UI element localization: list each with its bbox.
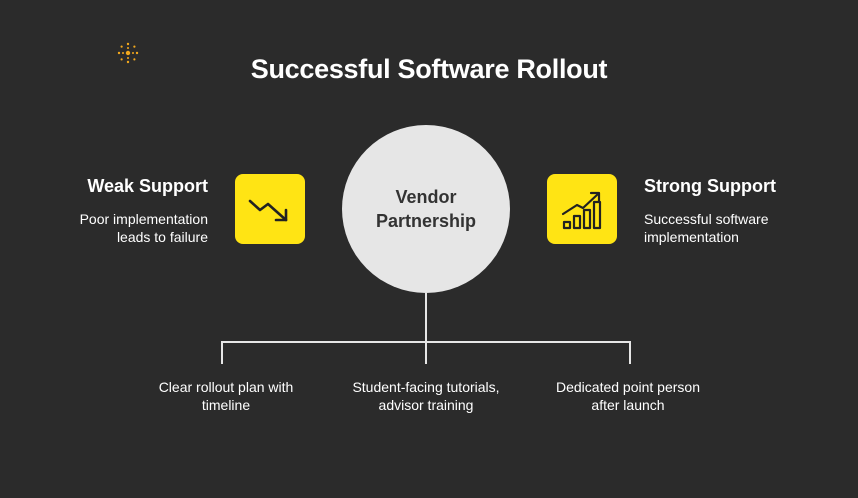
weak-support-line1: Poor implementation — [79, 211, 208, 227]
strong-support-description: Successful software implementation — [644, 210, 769, 246]
point-3-line1: Dedicated point person — [556, 379, 700, 395]
strong-support-line2: implementation — [644, 229, 739, 245]
weak-support-title: Weak Support — [87, 176, 208, 196]
point-1-line2: timeline — [201, 397, 251, 413]
point-tutorials: Student-facing tutorials, advisor traini… — [326, 378, 526, 414]
page-title: Successful Software Rollout — [250, 54, 608, 84]
center-line2: Partnership — [375, 211, 477, 231]
trend-down-icon — [248, 199, 288, 222]
strong-support-icon-box — [547, 174, 617, 244]
point-2-line1: Student-facing tutorials, — [352, 379, 500, 395]
strong-support-title: Strong Support — [644, 176, 776, 196]
point-3-line2: after launch — [591, 397, 665, 413]
point-2-line2: advisor training — [378, 397, 474, 413]
growth-chart-icon — [561, 191, 602, 230]
point-1-line1: Clear rollout plan with — [158, 379, 294, 395]
strong-support-line1: Successful software — [644, 211, 769, 227]
weak-support-description: Poor implementation leads to failure — [80, 210, 208, 246]
point-point-person: Dedicated point person after launch — [528, 378, 728, 414]
point-rollout-plan: Clear rollout plan with timeline — [126, 378, 326, 414]
center-line1: Vendor — [395, 187, 457, 207]
weak-support-icon-box — [235, 174, 305, 244]
vendor-partnership-circle: Vendor Partnership — [342, 125, 510, 293]
weak-support-line2: leads to failure — [116, 229, 208, 245]
logo-icon — [117, 42, 139, 64]
